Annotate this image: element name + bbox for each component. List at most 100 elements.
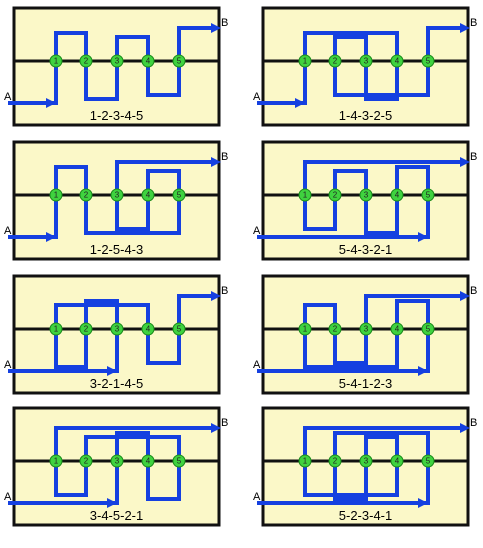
node-3 — [110, 454, 124, 468]
panel-caption: 5-2-3-4-1 — [339, 508, 392, 523]
node-3 — [110, 188, 124, 202]
node-number: 2 — [333, 325, 338, 334]
node-number: 5 — [426, 191, 431, 200]
node-3 — [359, 454, 373, 468]
node-2 — [79, 54, 93, 68]
node-number: 3 — [115, 457, 120, 466]
node-number: 4 — [146, 457, 151, 466]
arrow-head-a — [418, 498, 428, 508]
node-number: 2 — [84, 457, 89, 466]
node-1 — [298, 454, 312, 468]
node-number: 1 — [54, 191, 59, 200]
node-number: 3 — [364, 325, 369, 334]
node-number: 3 — [364, 457, 369, 466]
node-2 — [328, 454, 342, 468]
arrow-head-a — [107, 366, 117, 376]
node-5 — [172, 322, 186, 336]
node-number: 5 — [426, 457, 431, 466]
label-b: B — [221, 17, 228, 29]
arrow-head-b — [460, 157, 470, 167]
node-number: 1 — [54, 457, 59, 466]
label-b: B — [221, 151, 228, 163]
node-1 — [49, 454, 63, 468]
node-2 — [328, 54, 342, 68]
node-number: 5 — [177, 325, 182, 334]
node-number: 3 — [364, 191, 369, 200]
node-2 — [79, 454, 93, 468]
arrow-head-a — [295, 98, 305, 108]
node-number: 4 — [395, 57, 400, 66]
node-2 — [328, 188, 342, 202]
node-number: 2 — [333, 57, 338, 66]
panel-caption: 5-4-3-2-1 — [339, 242, 392, 257]
node-number: 4 — [395, 325, 400, 334]
node-number: 1 — [54, 325, 59, 334]
label-b: B — [470, 285, 477, 297]
node-number: 1 — [303, 191, 308, 200]
node-number: 4 — [146, 191, 151, 200]
node-number: 2 — [333, 191, 338, 200]
node-number: 4 — [395, 191, 400, 200]
node-number: 3 — [364, 57, 369, 66]
label-a: A — [253, 225, 261, 237]
panel-caption: 1-4-3-2-5 — [339, 108, 392, 123]
node-number: 4 — [146, 325, 151, 334]
label-a: A — [253, 491, 261, 503]
arrow-head-a — [46, 232, 56, 242]
node-3 — [359, 322, 373, 336]
arrow-head-a — [107, 498, 117, 508]
node-5 — [421, 322, 435, 336]
node-5 — [421, 54, 435, 68]
panel-caption: 5-4-1-2-3 — [339, 376, 392, 391]
node-4 — [390, 54, 404, 68]
node-number: 2 — [84, 191, 89, 200]
label-b: B — [470, 151, 477, 163]
label-b: B — [221, 285, 228, 297]
node-number: 3 — [115, 325, 120, 334]
node-3 — [110, 322, 124, 336]
node-5 — [172, 188, 186, 202]
node-5 — [421, 188, 435, 202]
node-3 — [359, 188, 373, 202]
node-4 — [141, 188, 155, 202]
arrow-head-b — [460, 291, 470, 301]
node-number: 5 — [426, 325, 431, 334]
node-5 — [172, 54, 186, 68]
label-a: A — [4, 491, 12, 503]
node-number: 2 — [333, 457, 338, 466]
node-2 — [328, 322, 342, 336]
node-1 — [49, 54, 63, 68]
node-1 — [298, 188, 312, 202]
node-2 — [79, 188, 93, 202]
node-number: 2 — [84, 57, 89, 66]
arrow-head-b — [460, 423, 470, 433]
label-b: B — [470, 417, 477, 429]
node-1 — [49, 188, 63, 202]
node-number: 2 — [84, 325, 89, 334]
node-number: 1 — [303, 457, 308, 466]
node-number: 4 — [146, 57, 151, 66]
node-number: 1 — [54, 57, 59, 66]
label-a: A — [253, 359, 261, 371]
node-4 — [390, 322, 404, 336]
arrow-head-a — [418, 366, 428, 376]
node-number: 5 — [177, 191, 182, 200]
node-number: 1 — [303, 325, 308, 334]
panel-4: 1 2 3 4 5A B 5-4-3-2-1 — [253, 140, 477, 261]
node-1 — [298, 322, 312, 336]
node-number: 1 — [303, 57, 308, 66]
label-b: B — [221, 417, 228, 429]
node-number: 3 — [115, 191, 120, 200]
panel-6: 1 2 3 4 5A B 5-4-1-2-3 — [253, 274, 477, 395]
arrow-head-b — [211, 423, 221, 433]
arrow-head-a — [46, 98, 56, 108]
label-a: A — [4, 225, 12, 237]
node-5 — [421, 454, 435, 468]
node-1 — [298, 54, 312, 68]
node-4 — [141, 322, 155, 336]
arrow-head-b — [211, 291, 221, 301]
